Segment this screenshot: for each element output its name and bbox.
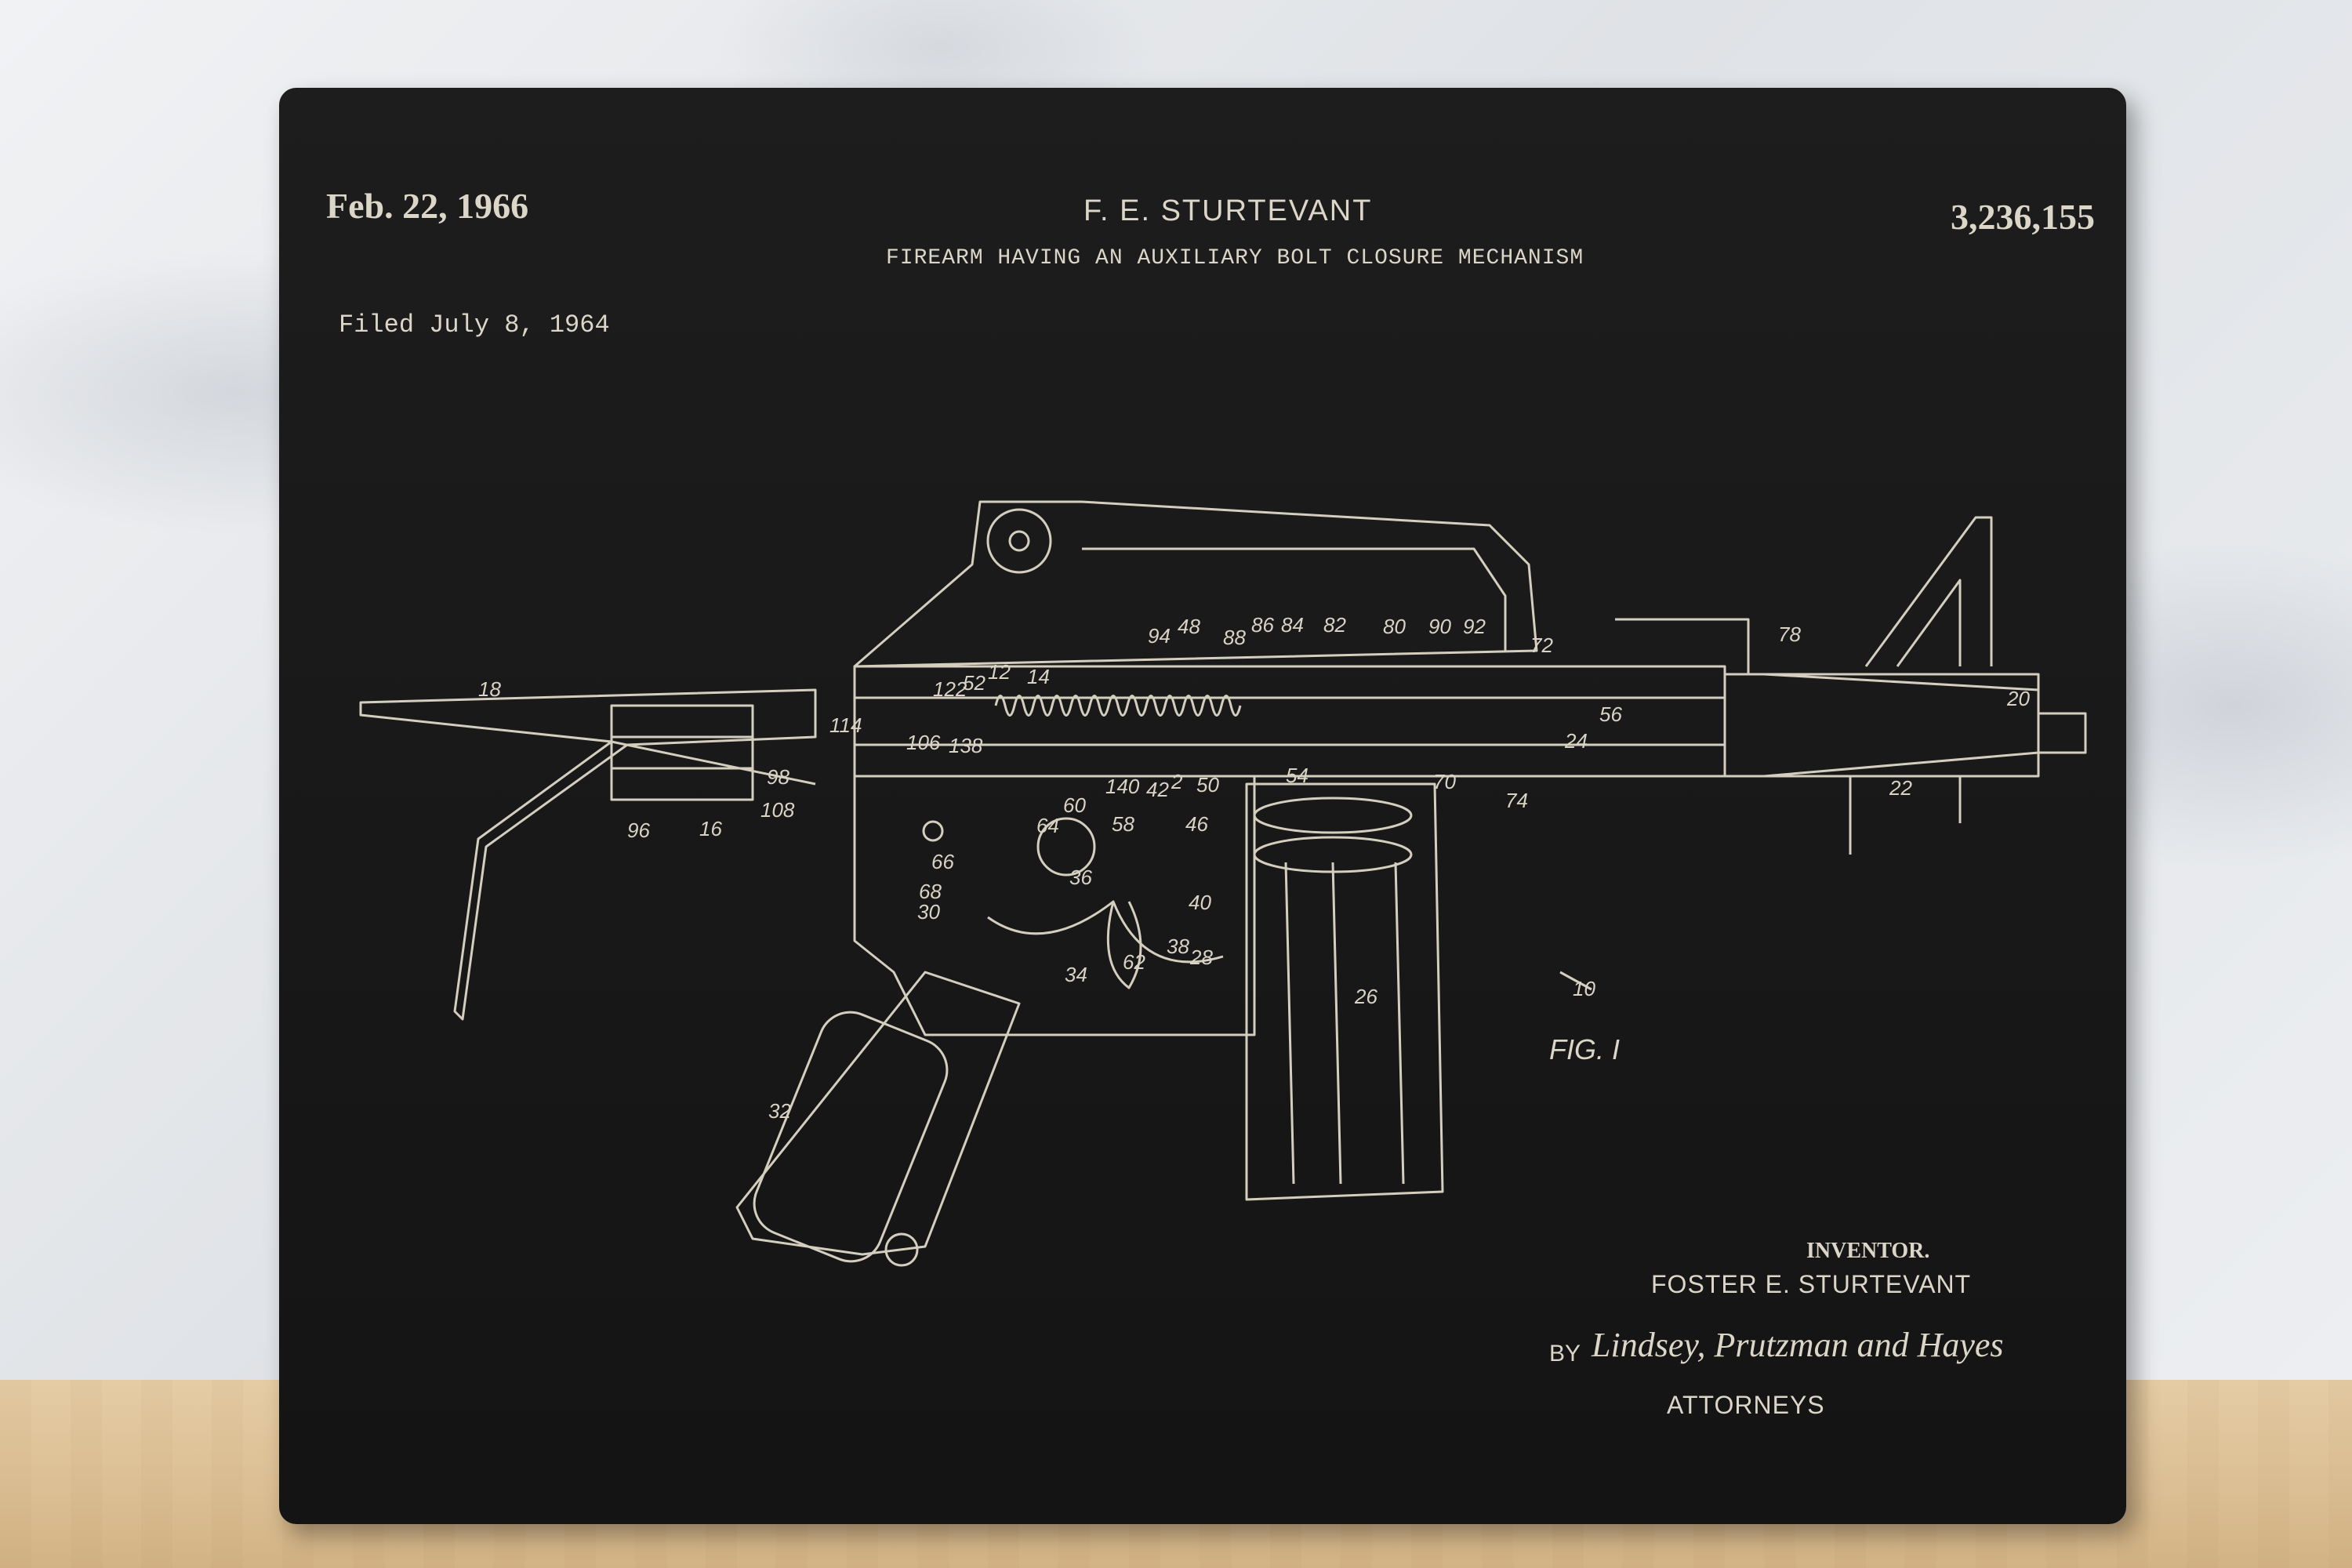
ref-number: 86 [1251, 613, 1274, 637]
upper-receiver [853, 500, 1726, 778]
ref-number: 54 [1286, 764, 1308, 787]
by-label: BY [1549, 1341, 1581, 1367]
pistol-grip [735, 971, 1021, 1267]
ref-number: 2 [1171, 770, 1183, 793]
ref-number: 106 [906, 731, 941, 754]
inventor-label: INVENTOR. [1806, 1239, 1930, 1263]
ref-number: 46 [1185, 812, 1208, 836]
ref-number: 94 [1148, 624, 1171, 648]
ref-number: 90 [1428, 615, 1451, 638]
ref-number: 140 [1105, 775, 1140, 798]
ref-number: 62 [1123, 950, 1145, 974]
ref-number: 78 [1778, 622, 1801, 646]
ref-number: 52 [963, 671, 985, 695]
ref-number: 42 [1146, 778, 1169, 801]
reference-numbers: 18 94 48 88 86 84 82 80 90 92 72 78 20 1… [478, 613, 2030, 1123]
ref-number: 28 [1189, 946, 1213, 969]
ref-number: 88 [1223, 626, 1246, 649]
bolt-spring [994, 695, 1242, 717]
ref-number: 98 [767, 765, 789, 789]
ref-number: 108 [760, 798, 795, 822]
lower-receiver [853, 775, 1256, 1036]
inventor-full-name: FOSTER E. STURTEVANT [1651, 1270, 1972, 1298]
ref-number: 96 [627, 818, 650, 842]
filed-date: Filed July 8, 1964 [339, 310, 610, 339]
ref-number: 138 [949, 734, 983, 757]
ref-number: 114 [829, 713, 862, 737]
magazine [1245, 782, 1444, 1201]
buttstock [359, 688, 817, 1021]
ref-number: 82 [1323, 613, 1346, 637]
ref-number: 14 [1027, 665, 1050, 688]
ref-number: 50 [1196, 773, 1219, 797]
ref-number: 34 [1065, 963, 1087, 986]
ref-number: 16 [699, 817, 722, 840]
ref-number: 20 [2006, 687, 2030, 710]
attorneys-label: ATTORNEYS [1667, 1391, 1825, 1419]
patent-number: 3,236,155 [1951, 197, 2095, 237]
ref-number: 58 [1112, 812, 1134, 836]
ref-number: 48 [1178, 615, 1200, 638]
inventor-short-name: F. E. STURTEVANT [1083, 194, 1373, 227]
ref-number: 80 [1383, 615, 1406, 638]
ref-number: 60 [1063, 793, 1086, 817]
ref-number: 68 [919, 880, 942, 903]
ref-number: 12 [988, 660, 1011, 684]
ref-number: 92 [1463, 615, 1486, 638]
ref-number: 22 [1889, 776, 1912, 800]
ref-number: 70 [1433, 770, 1456, 793]
patent-title: FIREARM HAVING AN AUXILIARY BOLT CLOSURE… [886, 246, 1584, 270]
ref-number: 40 [1189, 891, 1211, 914]
ref-number: 84 [1281, 613, 1304, 637]
attorneys-signature: Lindsey, Prutzman and Hayes [1592, 1326, 2004, 1364]
ref-number: 36 [1069, 866, 1092, 889]
ref-number: 10 [1573, 977, 1595, 1000]
ref-number: 26 [1354, 985, 1377, 1008]
fig-arrow [1559, 971, 1592, 991]
ref-number: 72 [1530, 633, 1553, 657]
ref-number: 18 [478, 677, 501, 701]
barrel-handguard [1615, 516, 2087, 855]
ref-number: 56 [1599, 702, 1622, 726]
ref-number: 38 [1167, 935, 1189, 958]
ref-number: 74 [1505, 789, 1528, 812]
patent-date: Feb. 22, 1966 [326, 186, 529, 226]
ref-number: 30 [917, 900, 940, 924]
figure-label: FIG. I [1549, 1033, 1620, 1065]
ref-number: 64 [1036, 814, 1059, 837]
patent-plate [279, 88, 2126, 1524]
ref-number: 122 [933, 677, 967, 701]
ref-number: 32 [768, 1099, 791, 1123]
ref-number: 66 [931, 850, 954, 873]
ref-number: 24 [1564, 729, 1588, 753]
